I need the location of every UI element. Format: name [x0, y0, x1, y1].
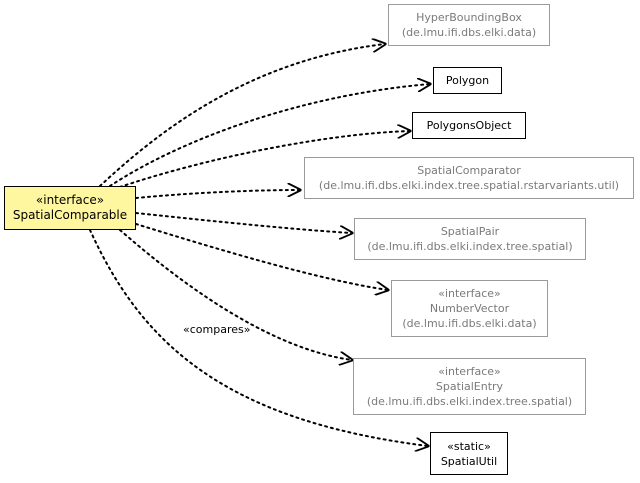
node-stereotype: «interface» — [35, 193, 105, 207]
node-name: SpatialComparable — [12, 208, 128, 222]
edge-to-hyperboundingbox — [99, 44, 385, 187]
edge-to-polygon — [109, 84, 430, 187]
node-stereotype: «static» — [447, 439, 491, 453]
node-package: (de.lmu.ifi.dbs.elki.data) — [402, 317, 537, 330]
node-package: (de.lmu.ifi.dbs.elki.index.tree.spatial.… — [318, 179, 620, 192]
node-package: (de.lmu.ifi.dbs.elki.data) — [401, 26, 537, 39]
node-spatialpair[interactable]: SpatialPair (de.lmu.ifi.dbs.elki.index.t… — [354, 218, 586, 260]
node-polygon[interactable]: Polygon — [433, 67, 502, 94]
node-name: NumberVector — [429, 302, 510, 315]
node-name: PolygonsObject — [426, 119, 512, 132]
node-spatialentry[interactable]: «interface» SpatialEntry (de.lmu.ifi.dbs… — [353, 358, 586, 415]
node-stereotype: «interface» — [438, 365, 501, 378]
node-polygonsobject[interactable]: PolygonsObject — [412, 112, 526, 139]
edge-to-spatialentry — [119, 229, 352, 360]
edge-to-numbervector — [135, 223, 388, 290]
node-spatialcomparable[interactable]: «interface» SpatialComparable — [4, 186, 136, 230]
node-stereotype: «interface» — [438, 287, 501, 300]
node-package: (de.lmu.ifi.dbs.elki.index.tree.spatial) — [367, 240, 573, 253]
node-name: Polygon — [445, 74, 490, 87]
node-name: SpatialEntry — [435, 380, 504, 393]
node-name: SpatialUtil — [440, 454, 498, 468]
edge-label-compares: «compares» — [183, 323, 251, 336]
edge-to-spatialpair — [135, 212, 352, 233]
node-spatialcomparator[interactable]: SpatialComparator (de.lmu.ifi.dbs.elki.i… — [304, 157, 634, 199]
node-package: (de.lmu.ifi.dbs.elki.index.tree.spatial) — [366, 395, 573, 408]
node-hyperboundingbox[interactable]: HyperBoundingBox (de.lmu.ifi.dbs.elki.da… — [388, 4, 550, 46]
edge-to-spatialutil — [89, 229, 428, 446]
node-numbervector[interactable]: «interface» NumberVector (de.lmu.ifi.dbs… — [391, 280, 548, 337]
node-spatialutil[interactable]: «static» SpatialUtil — [430, 432, 508, 475]
node-name: HyperBoundingBox — [416, 11, 522, 24]
node-name: SpatialPair — [440, 225, 500, 238]
edge-to-polygonsobject — [119, 131, 410, 188]
edge-to-spatialcomparator — [135, 190, 300, 199]
node-name: SpatialComparator — [417, 164, 521, 177]
